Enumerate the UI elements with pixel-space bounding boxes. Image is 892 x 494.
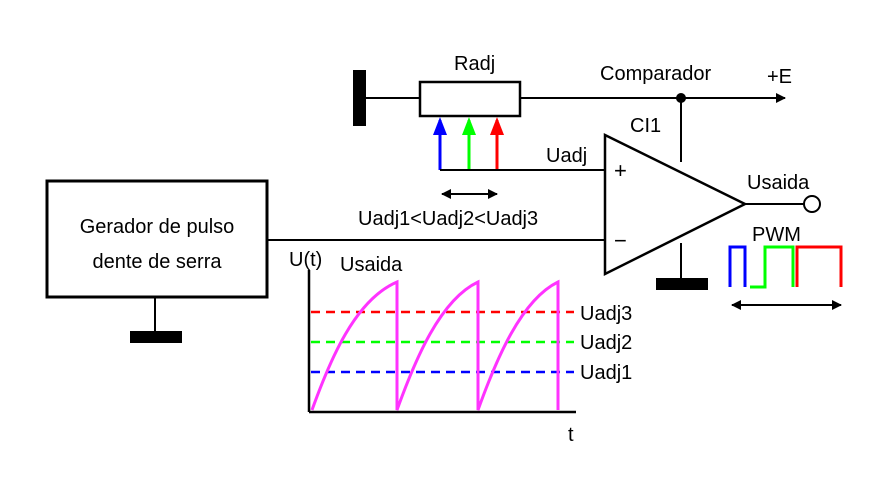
inequality-label: Uadj1<Uadj2<Uadj3 bbox=[358, 208, 538, 230]
pwm-pulse-red bbox=[795, 245, 843, 287]
potentiometer-radj bbox=[418, 80, 522, 118]
y-axis-label: U(t) bbox=[289, 249, 322, 271]
ground-symbol-ic bbox=[656, 278, 708, 290]
level-label-uadj1: Uadj1 bbox=[580, 362, 632, 384]
supply-label: +E bbox=[767, 66, 792, 88]
usaida-plot-label: Usaida bbox=[340, 254, 403, 276]
pwm-label: PWM bbox=[752, 224, 801, 246]
pwm-pulse-green bbox=[750, 245, 795, 289]
sawtooth-generator bbox=[45, 179, 269, 299]
generator-label-line2: dente de serra bbox=[93, 251, 223, 273]
ground-symbol-pot bbox=[353, 70, 366, 126]
uadj-label: Uadj bbox=[546, 145, 587, 167]
level-label-uadj2: Uadj2 bbox=[580, 332, 632, 354]
pwm-pulse-blue bbox=[728, 245, 747, 287]
t-axis-label: t bbox=[568, 424, 574, 446]
generator-label-line1: Gerador de pulso bbox=[80, 216, 235, 238]
output-terminal bbox=[803, 195, 821, 213]
usaida-output-label: Usaida bbox=[747, 172, 810, 194]
sawtooth-waveform bbox=[310, 279, 560, 411]
wiper-arrowhead-red bbox=[490, 117, 504, 135]
wiper-arrowhead-blue bbox=[433, 117, 447, 135]
ci1-label: CI1 bbox=[630, 115, 661, 137]
level-label-uadj3: Uadj3 bbox=[580, 303, 632, 325]
waveform-plot bbox=[310, 279, 574, 411]
comparador-label: Comparador bbox=[600, 63, 712, 85]
plus-sign: + bbox=[614, 158, 627, 183]
wiper-arrowhead-green bbox=[462, 117, 476, 135]
comparator-ci1 bbox=[603, 132, 748, 277]
minus-sign: − bbox=[614, 228, 627, 253]
ground-symbol-generator bbox=[130, 331, 182, 343]
radj-label: Radj bbox=[454, 53, 495, 75]
